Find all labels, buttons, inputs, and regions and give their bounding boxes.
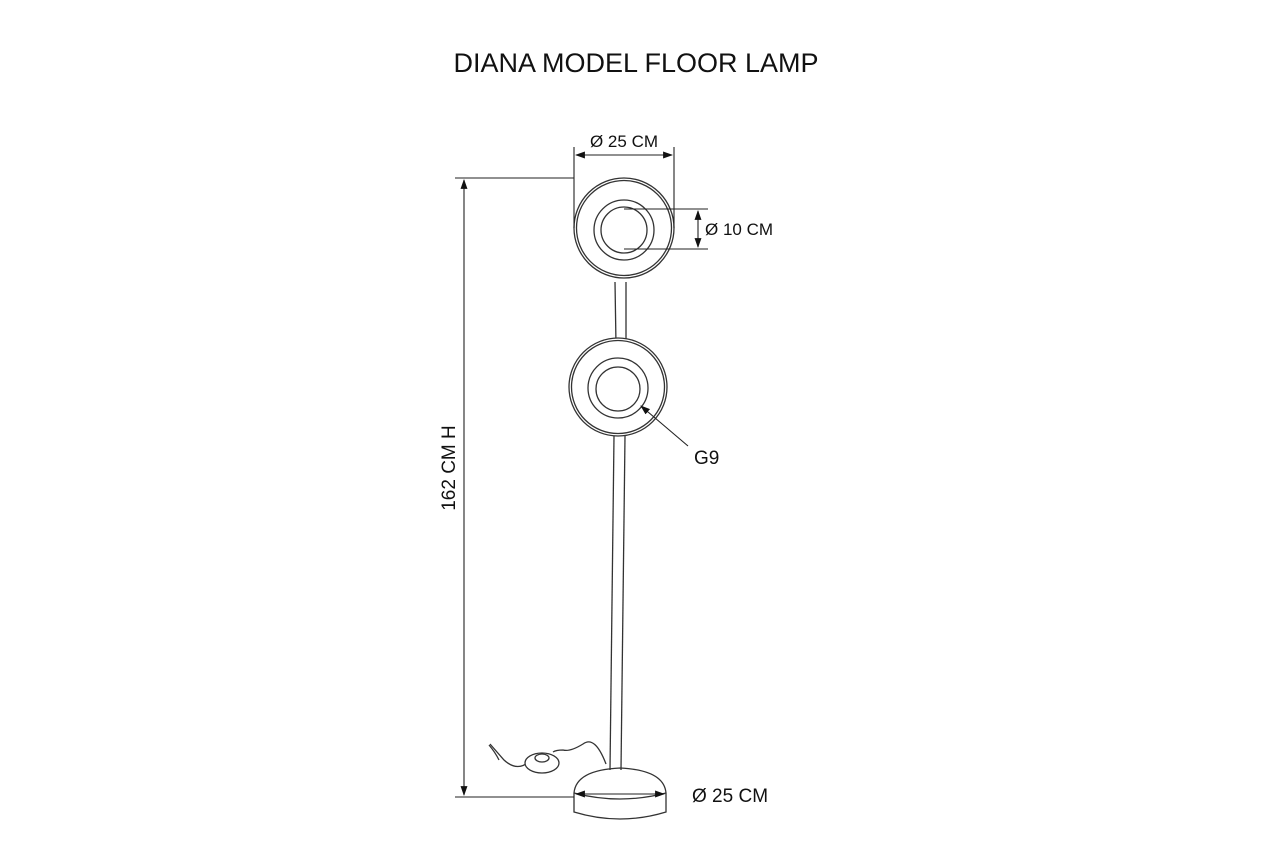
lamp-illustration	[488, 177, 675, 820]
foot-switch	[524, 752, 560, 774]
diagram-title: DIANA MODEL FLOOR LAMP	[453, 48, 818, 78]
bulb-type-label: G9	[694, 448, 719, 469]
dimension-lines	[455, 147, 708, 798]
lamp-pole	[609, 281, 627, 771]
base-diameter-label: Ø 25 CM	[692, 786, 768, 807]
head-diameter-label: Ø 25 CM	[590, 132, 658, 151]
middle-lamp-head	[568, 337, 668, 437]
top-lamp-head	[573, 177, 675, 279]
height-label: 162 CM H	[439, 425, 460, 511]
power-cable	[552, 741, 607, 765]
shade-inner-diameter-label: Ø 10 CM	[705, 220, 773, 239]
